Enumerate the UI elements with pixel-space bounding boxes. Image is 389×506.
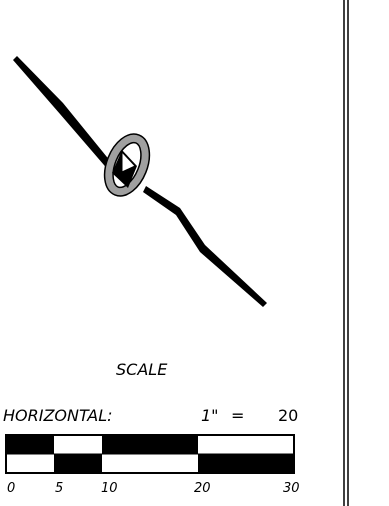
scale-bar <box>5 434 295 474</box>
horizontal-label: HORIZONTAL: <box>3 406 113 425</box>
scale-tick-20: 20 <box>194 481 211 496</box>
north-arrow-icon <box>13 56 267 307</box>
scale-tick-5: 5 <box>55 481 63 496</box>
scale-ratio-rhs: 20 <box>278 406 298 425</box>
scale-seg-top-1 <box>6 435 54 454</box>
north-arrow-lower-blade <box>143 186 267 307</box>
scale-seg-bottom-2 <box>198 454 294 473</box>
scale-ratio-lhs: 1" <box>201 406 219 425</box>
scale-title: SCALE <box>116 360 168 379</box>
scale-tick-0: 0 <box>7 481 15 496</box>
north-arrow-upper-blade <box>13 56 111 172</box>
scale-tick-30: 30 <box>283 481 300 496</box>
scale-tick-10: 10 <box>101 481 118 496</box>
scale-seg-top-2 <box>102 435 198 454</box>
north-arrow-ring-fill <box>105 134 149 196</box>
scale-seg-bottom-1 <box>54 454 102 473</box>
north-arrow-pointer-highlight <box>121 150 136 173</box>
scale-ratio-eq: = <box>231 406 244 425</box>
